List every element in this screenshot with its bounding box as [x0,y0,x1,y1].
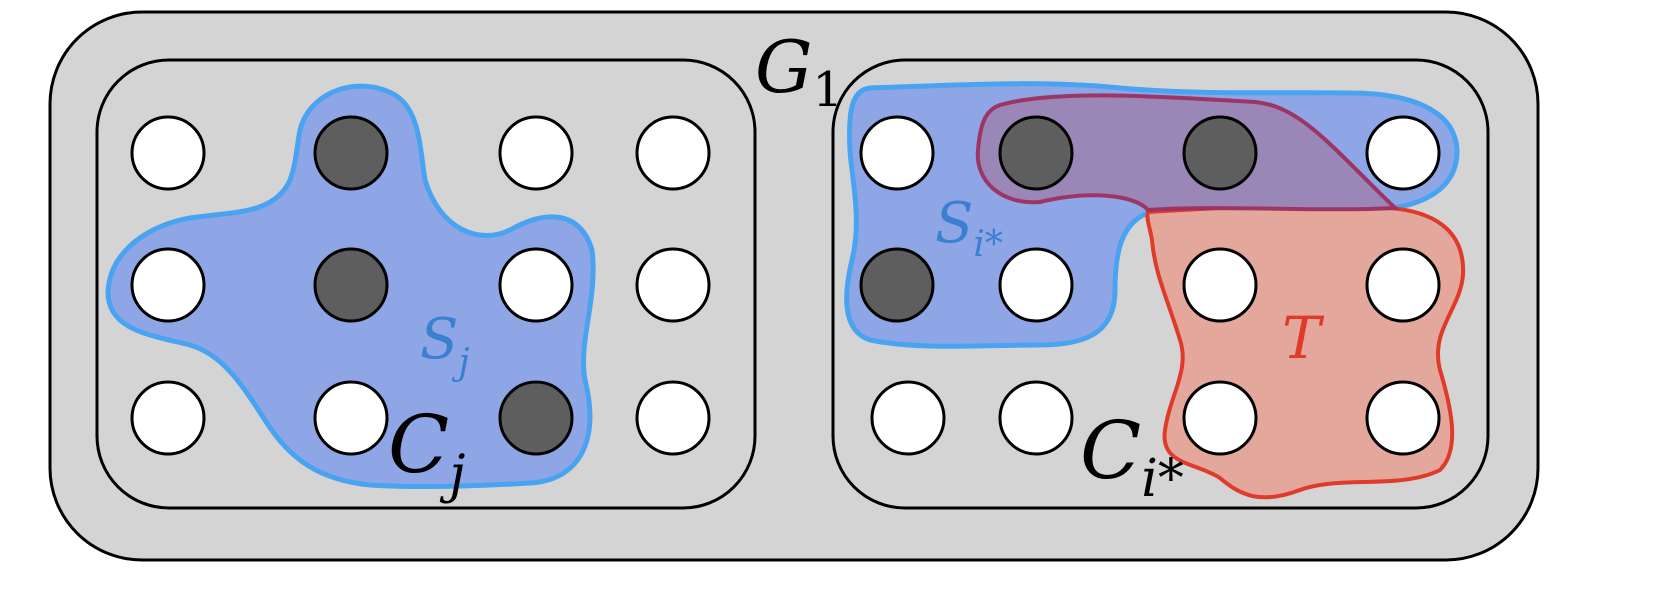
node-filled [498,380,574,456]
node-empty [313,380,389,456]
cluster-ci-box [831,58,1490,510]
node-empty [498,115,574,191]
node-empty [635,380,711,456]
node-empty [635,247,711,323]
node-empty [870,380,946,456]
node-empty [130,115,206,191]
label-si-main: S [935,191,973,256]
node-filled [313,115,389,191]
label-t: T [1282,304,1325,372]
node-filled [859,247,935,323]
label-g1: G1 [755,25,843,118]
node-empty [998,247,1074,323]
label-cj-main: C [388,398,449,491]
node-empty [1365,115,1441,191]
cluster-cj-box [95,58,757,510]
node-filled [1182,115,1258,191]
node-empty [498,247,574,323]
node-empty [1182,247,1258,323]
node-empty [1365,247,1441,323]
label-si: Si* [935,191,1003,265]
label-si-sub: i* [973,224,1003,265]
cluster-ci-nodes [859,115,1441,456]
node-empty [130,380,206,456]
node-filled [313,247,389,323]
label-ci-main: C [1080,404,1141,497]
label-sj-main: S [420,307,458,372]
label-ci-sub: i* [1141,449,1184,509]
node-empty [859,115,935,191]
label-ci: Ci* [1080,404,1184,509]
node-empty [130,247,206,323]
node-empty [1182,380,1258,456]
label-g1-main: G [755,25,813,109]
label-cj: Cj [388,398,465,505]
cluster-cj-nodes [130,115,711,456]
label-g1-sub: 1 [813,62,844,118]
node-empty [998,380,1074,456]
node-empty [1365,380,1441,456]
node-filled [998,115,1074,191]
node-empty [635,115,711,191]
